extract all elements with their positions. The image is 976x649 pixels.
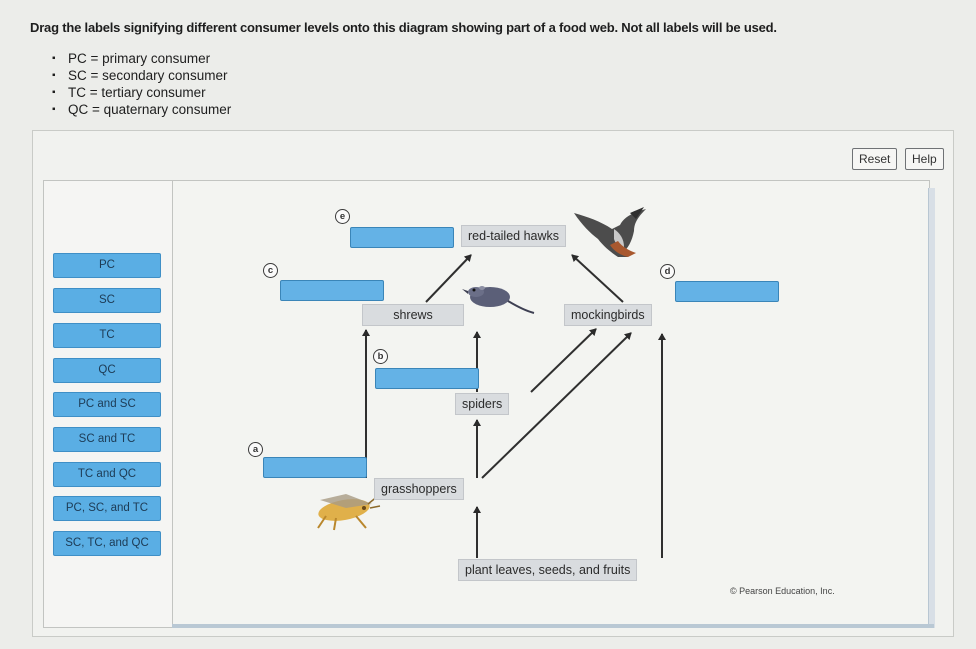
organism-grasshoppers: grasshoppers [374,478,464,500]
organism-red-tailed-hawks: red-tailed hawks [461,225,567,247]
consumer-key-list: PC = primary consumer SC = secondary con… [52,50,231,118]
marker-e: e [335,209,350,224]
organism-shrews: shrews [362,304,464,326]
label-chip-pc-sc-tc[interactable]: PC, SC, and TC [53,496,161,521]
label-chip-sc[interactable]: SC [53,288,161,313]
label-chip-tc-and-qc[interactable]: TC and QC [53,462,161,487]
drop-zone-d[interactable] [675,281,779,302]
arrow-spiders-to-mockingbirds [530,328,597,393]
drop-zone-a[interactable] [263,457,367,478]
key-item-pc: PC = primary consumer [52,50,231,67]
canvas-frame-right [928,188,935,628]
key-item-qc: QC = quaternary consumer [52,101,231,118]
organism-spiders: spiders [455,393,510,415]
copyright-credit: © Pearson Education, Inc. [730,586,835,596]
label-chip-qc[interactable]: QC [53,358,161,383]
drop-zone-e[interactable] [350,227,454,248]
key-item-sc: SC = secondary consumer [52,67,231,84]
marker-b: b [373,349,388,364]
organism-plants: plant leaves, seeds, and fruits [458,559,638,581]
instructions-text: Drag the labels signifying different con… [30,20,777,35]
label-chip-pc[interactable]: PC [53,253,161,278]
organism-mockingbirds: mockingbirds [564,304,652,326]
marker-c: c [263,263,278,278]
canvas-frame-bottom [172,624,934,628]
label-chip-pc-and-sc[interactable]: PC and SC [53,392,161,417]
key-item-tc: TC = tertiary consumer [52,84,231,101]
label-chip-sc-tc-qc[interactable]: SC, TC, and QC [53,531,161,556]
food-web-canvas [172,180,930,628]
marker-d: d [660,264,675,279]
drop-zone-b[interactable] [375,368,479,389]
label-chip-tc[interactable]: TC [53,323,161,348]
reset-button[interactable]: Reset [852,148,898,170]
arrow-mockingbirds-to-hawks [571,254,624,303]
marker-a: a [248,442,263,457]
help-button[interactable]: Help [905,148,944,170]
arrow-shrews-to-hawks [425,254,472,303]
arrow-grasshoppers-to-mockingbirds [481,332,632,479]
label-chip-sc-and-tc[interactable]: SC and TC [53,427,161,452]
drop-zone-c[interactable] [280,280,384,301]
